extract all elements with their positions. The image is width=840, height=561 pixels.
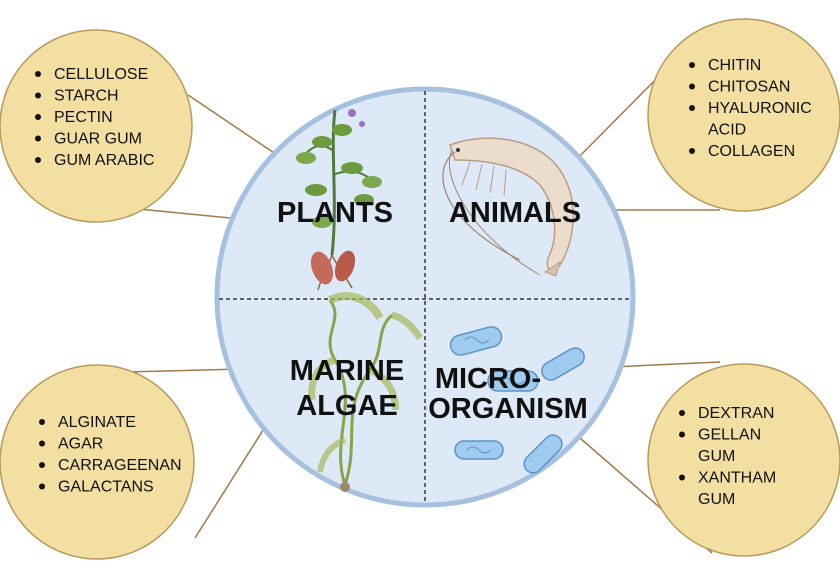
bubble-item-animals-1: CHITOSAN: [708, 79, 790, 96]
bubble-item-plants-3: GUAR GUM: [54, 131, 142, 148]
bullet-animals-1: [689, 84, 695, 90]
bullet-animals-0: [689, 62, 695, 68]
bubble-item-plants-4: GUM ARABIC: [54, 152, 154, 169]
bubble-item-plants-1: STARCH: [54, 88, 119, 105]
bullet-marine-0: [39, 419, 45, 425]
bubble-item-marine-2: CARRAGEENAN: [58, 457, 182, 474]
bubble-item-plants-0: CELLULOSE: [54, 66, 148, 83]
bubble-item-marine-3: GALACTANS: [58, 479, 154, 496]
bubble-item-animals-0: CHITIN: [708, 57, 761, 74]
bubble-item-micro-2-line2: GUM: [698, 491, 735, 508]
bubble-item-plants-2: PECTIN: [54, 109, 113, 126]
bubble-item-marine-1: AGAR: [58, 436, 103, 453]
bullet-animals-3: [689, 148, 695, 154]
bubble-plants: [0, 30, 192, 222]
label-marine-line2: ALGAE: [296, 390, 398, 422]
bullet-animals-2: [689, 105, 695, 111]
bubble-item-micro-1-line2: GUM: [698, 448, 735, 465]
bullet-plants-4: [35, 157, 41, 163]
bullet-plants-2: [35, 114, 41, 120]
bubble-micro: [648, 364, 840, 556]
label-marine-line1: MARINE: [290, 355, 404, 387]
bubble-item-animals-2-line1: HYALURONIC: [708, 100, 812, 117]
bullet-marine-1: [39, 441, 45, 447]
label-micro-line2: ORGANISM: [428, 393, 588, 425]
bubble-item-animals-3: COLLAGEN: [708, 143, 795, 160]
label-animals: ANIMALS: [449, 197, 581, 229]
bullet-micro-2: [679, 475, 685, 481]
bullet-marine-2: [39, 462, 45, 468]
bubble-item-marine-0: ALGINATE: [58, 414, 136, 431]
central-circle: [217, 89, 633, 505]
bullet-plants-1: [35, 93, 41, 99]
label-plants: PLANTS: [277, 197, 393, 229]
bubble-item-micro-2-line1: XANTHAM: [698, 470, 776, 487]
label-micro-line1: MICRO-: [435, 363, 541, 395]
bubble-item-micro-1-line1: GELLAN: [698, 427, 761, 444]
bullet-plants-0: [35, 71, 41, 77]
bubble-item-micro-0: DEXTRAN: [698, 405, 774, 422]
bullet-marine-3: [39, 484, 45, 490]
bubble-item-animals-2-line2: ACID: [708, 122, 746, 139]
bullet-plants-3: [35, 136, 41, 142]
bullet-micro-1: [679, 432, 685, 438]
bullet-micro-0: [679, 410, 685, 416]
